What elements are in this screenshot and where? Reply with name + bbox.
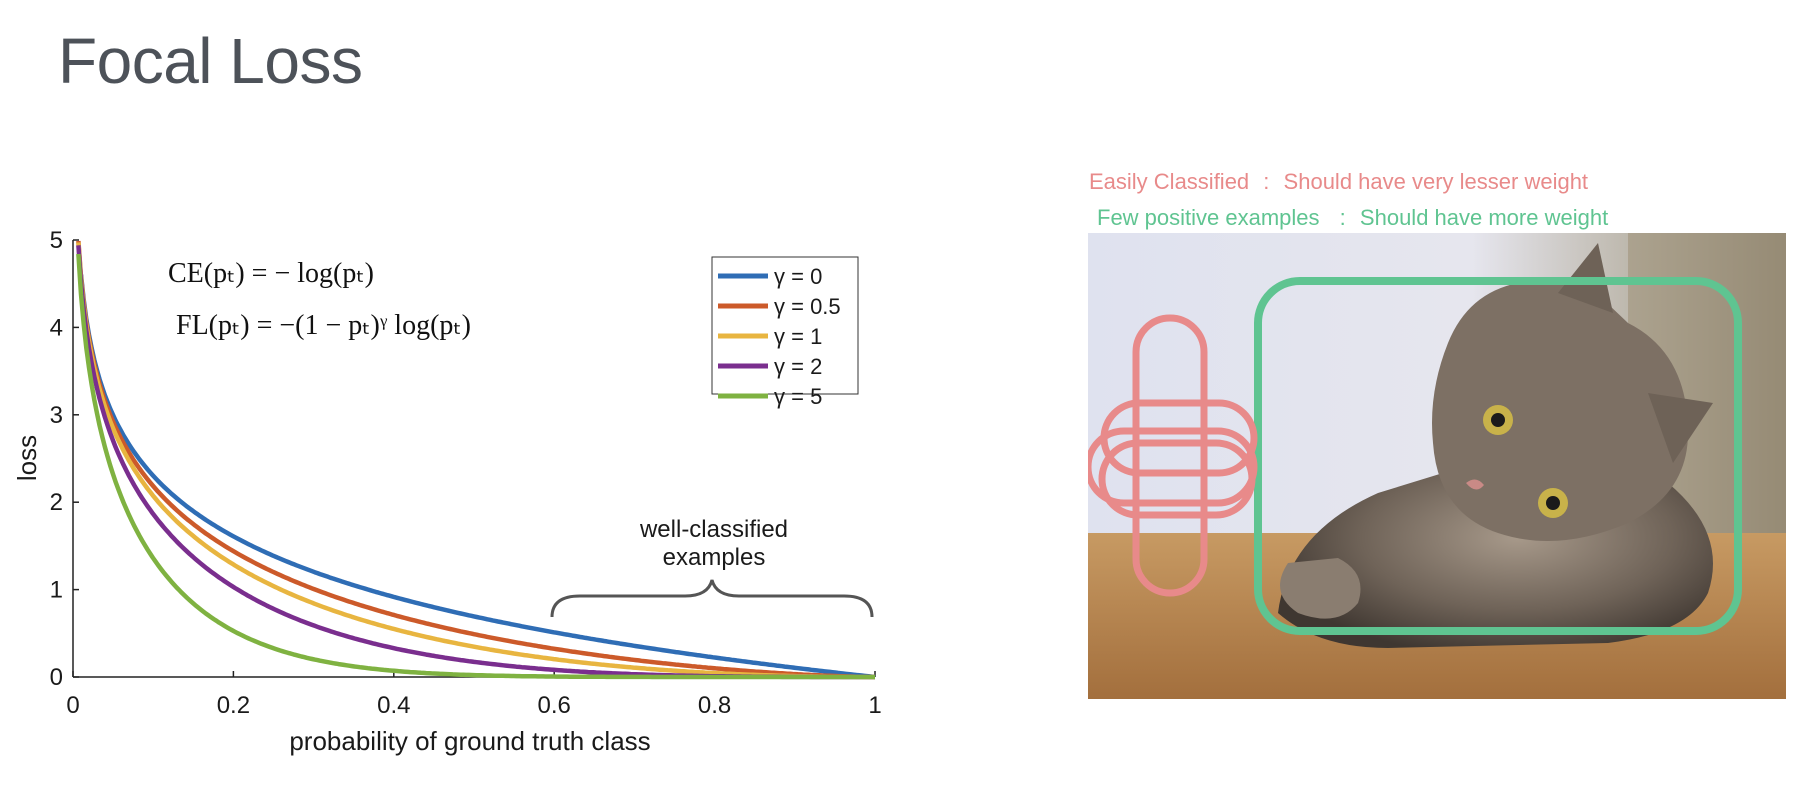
easy-examples-boxes — [1088, 314, 1258, 597]
x-tick-label: 1 — [868, 692, 881, 719]
series-line-gamma-0-5 — [76, 240, 875, 680]
x-tick-label: 0.4 — [377, 692, 410, 719]
legend-label: γ = 1 — [774, 324, 822, 349]
legend: γ = 0 γ = 0.5 γ = 1 γ = 2 γ = 5 — [711, 256, 859, 409]
brace-label-line1: well-classified — [639, 516, 788, 543]
x-tick-label: 0.8 — [698, 692, 731, 719]
y-tick-label: 5 — [50, 227, 63, 254]
y-tick-label: 4 — [50, 314, 63, 341]
easy-label: Easily Classified — [1089, 169, 1250, 194]
fl-formula: FL(pₜ) = −(1 − pₜ)ᵞ log(pₜ) — [176, 310, 471, 341]
few-label: Few positive examples — [1097, 205, 1320, 230]
x-tick-label: 0.2 — [217, 692, 250, 719]
series-line-gamma-0 — [78, 274, 876, 680]
x-tick-label: 0 — [66, 692, 79, 719]
few-separator: : — [1339, 205, 1346, 230]
ce-formula: CE(pₜ) = − log(pₜ) — [168, 258, 374, 289]
easy-annotation: Easily Classified : Should have very les… — [1089, 169, 1588, 195]
cat-photo — [1088, 233, 1786, 699]
slide-title: Focal Loss — [58, 25, 363, 97]
positive-example-box — [1254, 277, 1742, 635]
easy-separator: : — [1263, 169, 1270, 194]
y-tick-label: 2 — [50, 489, 63, 516]
legend-label: γ = 5 — [774, 384, 822, 409]
y-axis-label: loss — [12, 435, 42, 481]
y-tick-label: 3 — [50, 402, 63, 429]
series-line-gamma-5 — [76, 253, 875, 680]
y-tick-label: 0 — [50, 664, 63, 691]
brace-icon — [550, 579, 874, 618]
legend-label: γ = 0.5 — [774, 294, 841, 319]
legend-label: γ = 0 — [774, 264, 822, 289]
legend-label: γ = 2 — [774, 354, 822, 379]
y-tick-label: 1 — [50, 577, 63, 604]
few-description: Should have more weight — [1359, 205, 1609, 230]
few-annotation: Few positive examples : Should have more… — [1097, 205, 1608, 231]
x-axis-label: probability of ground truth class — [289, 726, 650, 756]
easy-description: Should have very lesser weight — [1283, 169, 1589, 194]
x-tick-label: 0.6 — [538, 692, 571, 719]
legend-box — [711, 256, 859, 395]
brace-label-line2: examples — [663, 544, 766, 571]
